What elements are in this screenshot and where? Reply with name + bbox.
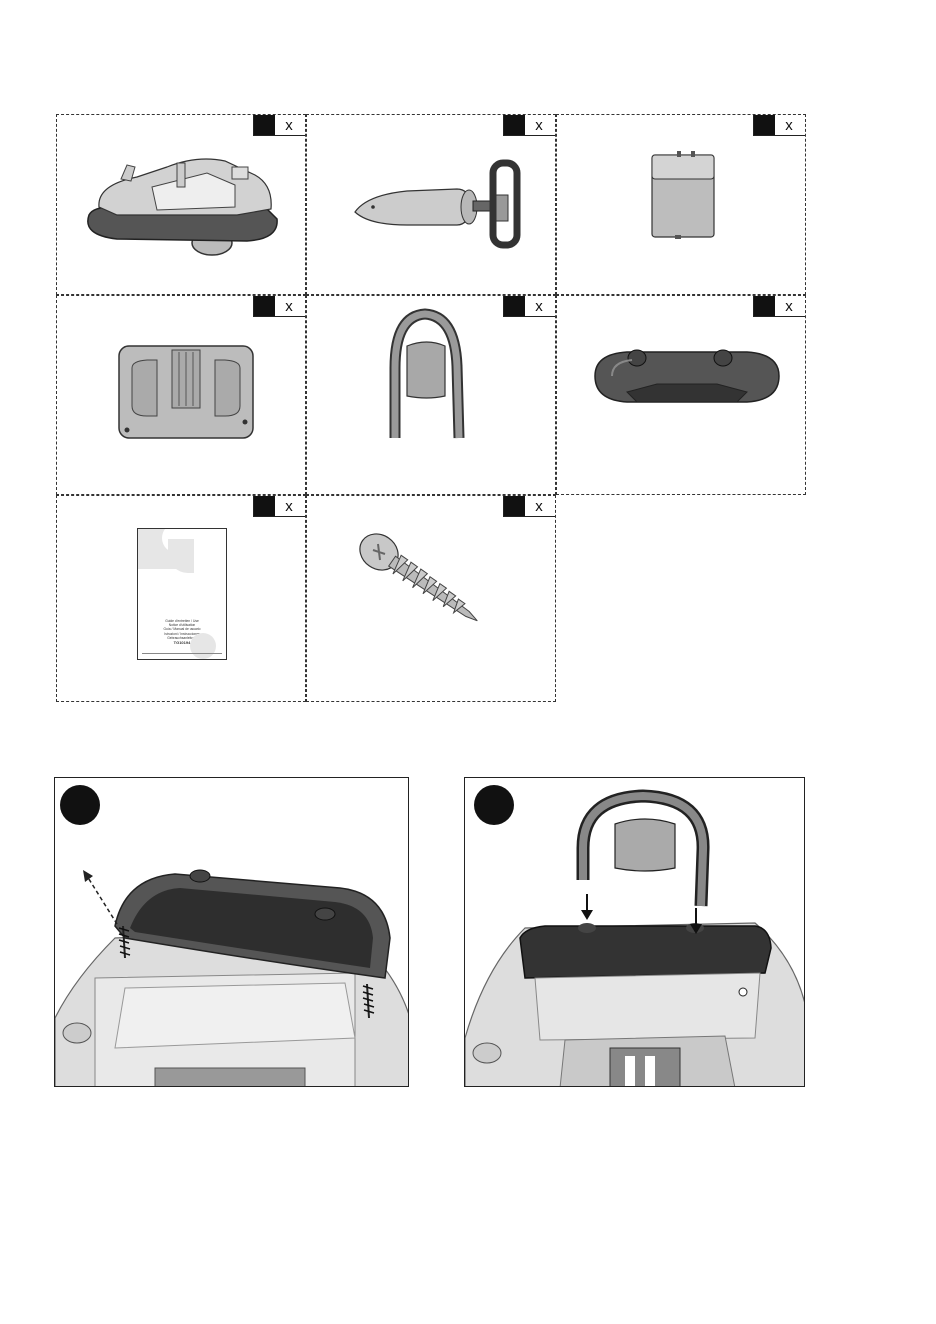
part-cell-battery-box: x xyxy=(556,114,806,295)
part-cell-backrest-frame: x xyxy=(306,295,556,495)
parts-list: x x x xyxy=(56,114,806,702)
quantity-multiplier: x xyxy=(275,496,305,516)
instruction-manual-icon: Guide d'entretien / Use Notice d'utilisa… xyxy=(137,528,227,660)
rear-bumper-icon xyxy=(557,296,807,496)
battery-cover-icon xyxy=(557,115,807,296)
part-cell-steering-column: x xyxy=(306,114,556,295)
part-cell-screw: x xyxy=(306,495,556,702)
backrest-frame-icon xyxy=(307,296,557,496)
step-1-panel xyxy=(54,777,409,1087)
seat-cover-icon xyxy=(57,296,307,496)
quantity-badge: x xyxy=(253,496,305,517)
quantity-number xyxy=(254,496,275,516)
part-cell-seat-cover: x xyxy=(56,295,306,495)
bumper-car-body-icon xyxy=(57,115,307,296)
remove-screws-illustration xyxy=(55,778,409,1087)
step-2-panel xyxy=(464,777,805,1087)
attach-backrest-illustration xyxy=(465,778,805,1087)
part-cell-manual: x Guide d'entretien / Use Notice d'utili… xyxy=(56,495,306,702)
part-cell-rear-bumper: x xyxy=(556,295,806,495)
step-number-badge xyxy=(60,785,100,825)
part-cell-car-body: x xyxy=(56,114,306,295)
step-number-badge xyxy=(474,785,514,825)
steering-column-icon xyxy=(307,115,557,296)
screw-icon xyxy=(307,496,557,703)
